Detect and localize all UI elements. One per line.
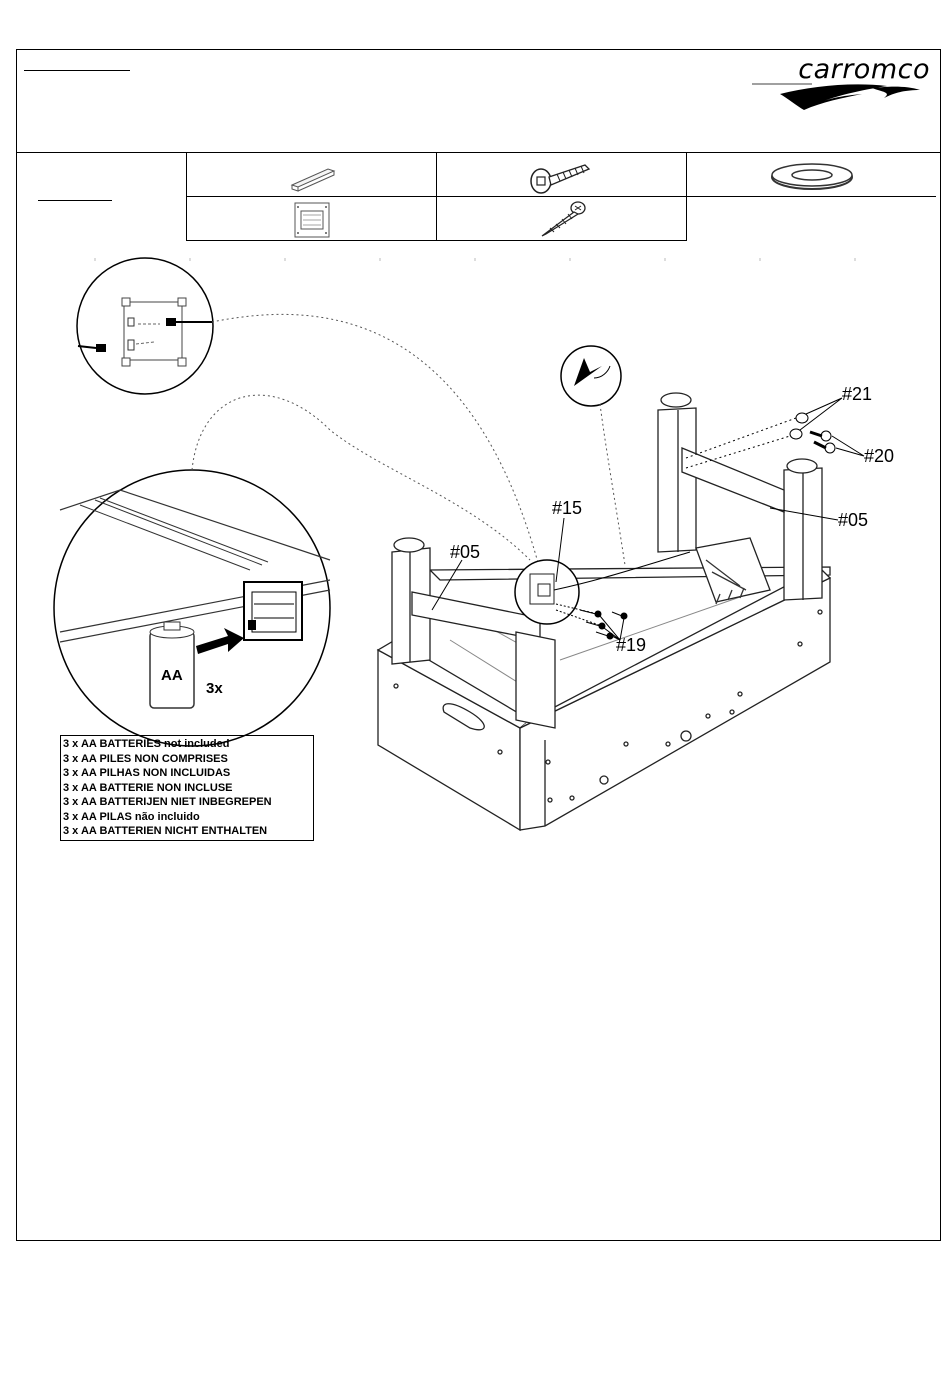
detail-rotate-circle [561,346,621,406]
battery-notice-box: 3 x AA BATTERIES not included 3 x AA PIL… [60,735,314,841]
detail-connector-circle [77,258,213,394]
callout-05-right: #05 [838,510,868,531]
battery-note-fr: 3 x AA PILES NON COMPRISES [63,752,311,767]
callout-20: #20 [864,446,894,467]
table-frame [378,393,830,830]
battery-note-de: 3 x AA BATTERIEN NICHT ENTHALTEN [63,824,311,839]
detail-battery-circle [54,470,330,746]
callout-21: #21 [842,384,872,405]
battery-note-en: 3 x AA BATTERIES not included [63,737,311,752]
aa-cell-label: AA [161,667,183,684]
battery-note-es: 3 x AA PILAS não incluido [63,810,311,825]
battery-note-it: 3 x AA BATTERIE NON INCLUSE [63,781,311,796]
callout-19: #19 [616,635,646,656]
battery-note-nl: 3 x AA BATTERIJEN NIET INBEGREPEN [63,795,311,810]
callout-05-left: #05 [450,542,480,563]
battery-count-label: 3x [206,680,223,697]
battery-note-pt: 3 x AA PILHAS NON INCLUIDAS [63,766,311,781]
detail-bracket-circle [515,552,690,624]
callout-15: #15 [552,498,582,519]
